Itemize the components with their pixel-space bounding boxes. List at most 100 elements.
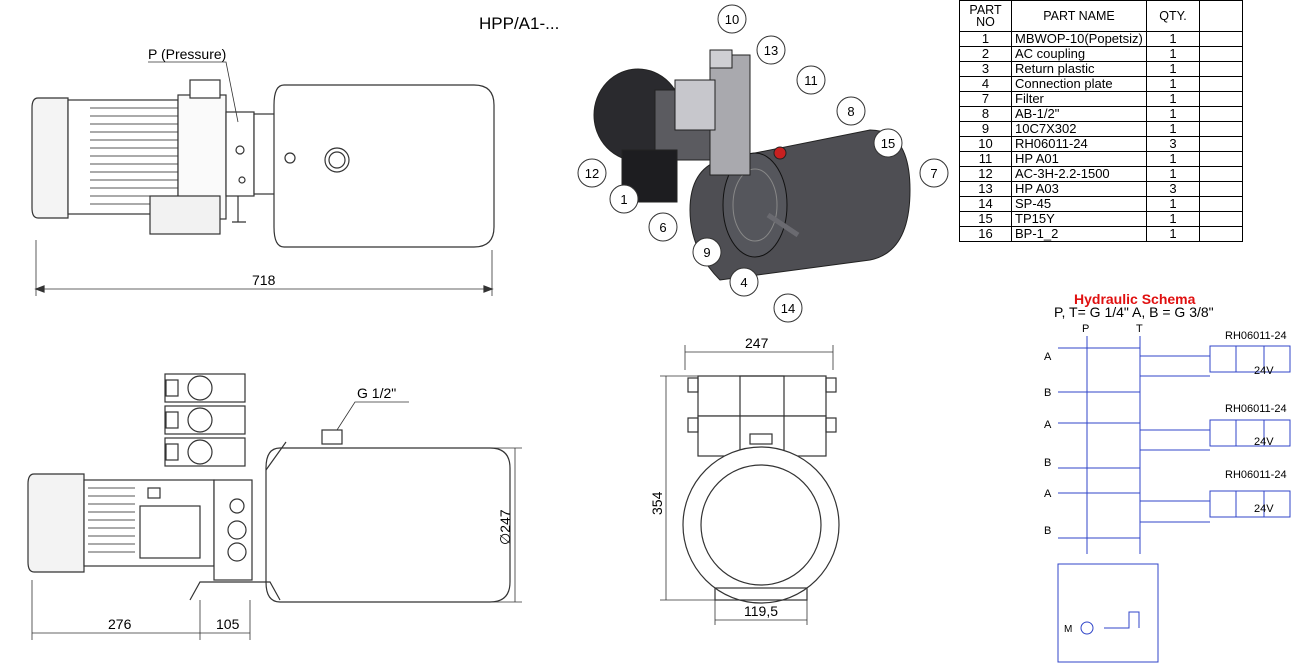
part-name-cell: SP-45 bbox=[1011, 196, 1147, 212]
schema-valve-label-3: RH06011-24 bbox=[1225, 469, 1287, 481]
end-width-dimension: 247 bbox=[745, 335, 769, 351]
schema-port-b-1: B bbox=[1044, 387, 1051, 399]
blank-cell bbox=[1199, 46, 1243, 62]
part-name-cell: HP A01 bbox=[1011, 151, 1147, 167]
balloon-7: 7 bbox=[930, 166, 937, 181]
balloon-1: 1 bbox=[620, 192, 627, 207]
part-no-cell: 3 bbox=[959, 61, 1012, 77]
schema-port-b-3: B bbox=[1044, 525, 1051, 537]
part-no-cell: 1 bbox=[959, 31, 1012, 47]
diameter-dimension: ∅247 bbox=[497, 509, 513, 545]
qty-cell: 1 bbox=[1146, 166, 1200, 182]
part-name-cell: HP A03 bbox=[1011, 181, 1147, 197]
schema-port-a-2: A bbox=[1044, 419, 1052, 431]
part-name-cell: MBWOP-10(Popetsiz) bbox=[1011, 31, 1147, 47]
qty-cell: 1 bbox=[1146, 226, 1200, 242]
fill-port-label: G 1/2" bbox=[357, 385, 396, 401]
schema-port-a-1: A bbox=[1044, 351, 1052, 363]
schema-motor-label: M bbox=[1064, 624, 1072, 635]
blank-cell bbox=[1199, 196, 1243, 212]
header-blank bbox=[1199, 0, 1243, 32]
length-dimension: 718 bbox=[252, 272, 276, 288]
schema-valve-label-2: RH06011-24 bbox=[1225, 403, 1287, 415]
balloon-4: 4 bbox=[740, 275, 747, 290]
schema-voltage-2: 24V bbox=[1254, 436, 1274, 448]
isometric-view-drawing: 10 13 11 8 15 12 7 1 6 9 4 14 bbox=[577, 4, 949, 323]
qty-cell: 3 bbox=[1146, 136, 1200, 152]
blank-cell bbox=[1199, 76, 1243, 92]
qty-cell: 1 bbox=[1146, 196, 1200, 212]
part-no-cell: 4 bbox=[959, 76, 1012, 92]
qty-cell: 1 bbox=[1146, 61, 1200, 77]
part-no-cell: 15 bbox=[959, 211, 1012, 227]
part-name-cell: AC coupling bbox=[1011, 46, 1147, 62]
blank-cell bbox=[1199, 31, 1243, 47]
balloon-15: 15 bbox=[881, 136, 895, 151]
balloon-14: 14 bbox=[781, 301, 795, 316]
blank-cell bbox=[1199, 91, 1243, 107]
balloon-9: 9 bbox=[703, 245, 710, 260]
end-height-dimension: 354 bbox=[649, 491, 665, 515]
part-no-cell: 12 bbox=[959, 166, 1012, 182]
side-view-drawing: G 1/2" 276 105 ∅247 bbox=[27, 373, 522, 640]
dimension-276: 276 bbox=[108, 616, 132, 632]
drawing-title: HPP/A1-... bbox=[479, 14, 560, 33]
qty-cell: 1 bbox=[1146, 31, 1200, 47]
schema-port-b-2: B bbox=[1044, 457, 1051, 469]
balloon-11: 11 bbox=[804, 73, 818, 88]
schema-port-p: P bbox=[1082, 323, 1089, 335]
part-name-cell: Connection plate bbox=[1011, 76, 1147, 92]
part-no-cell: 13 bbox=[959, 181, 1012, 197]
schema-subtitle: P, T= G 1/4" A, B = G 3/8" bbox=[1054, 304, 1214, 320]
end-view-drawing: 247 354 119,5 bbox=[649, 335, 840, 625]
part-name-cell: AB-1/2" bbox=[1011, 106, 1147, 122]
part-name-cell: Filter bbox=[1011, 91, 1147, 107]
schema-port-a-3: A bbox=[1044, 488, 1052, 500]
qty-cell: 3 bbox=[1146, 181, 1200, 197]
blank-cell bbox=[1199, 121, 1243, 137]
hydraulic-schema: P T RH06011-24 24V A B RH06011-24 24V A … bbox=[1044, 323, 1291, 663]
balloon-12: 12 bbox=[585, 166, 599, 181]
part-no-cell: 10 bbox=[959, 136, 1012, 152]
part-no-cell: 16 bbox=[959, 226, 1012, 242]
balloon-13: 13 bbox=[764, 43, 778, 58]
qty-cell: 1 bbox=[1146, 76, 1200, 92]
schema-voltage-1: 24V bbox=[1254, 365, 1274, 377]
part-no-cell: 8 bbox=[959, 106, 1012, 122]
part-name-cell: AC-3H-2.2-1500 bbox=[1011, 166, 1147, 182]
blank-cell bbox=[1199, 61, 1243, 77]
header-part-no: PART NO bbox=[959, 0, 1012, 32]
pressure-label: P (Pressure) bbox=[148, 46, 226, 62]
blank-cell bbox=[1199, 226, 1243, 242]
part-no-cell: 7 bbox=[959, 91, 1012, 107]
qty-cell: 1 bbox=[1146, 91, 1200, 107]
header-part-name: PART NAME bbox=[1011, 0, 1147, 32]
balloon-6: 6 bbox=[659, 220, 666, 235]
blank-cell bbox=[1199, 106, 1243, 122]
header-qty: QTY. bbox=[1146, 0, 1200, 32]
part-name-cell: 10C7X302 bbox=[1011, 121, 1147, 137]
end-base-dimension: 119,5 bbox=[744, 603, 778, 619]
part-name-cell: BP-1_2 bbox=[1011, 226, 1147, 242]
blank-cell bbox=[1199, 181, 1243, 197]
schema-title: Hydraulic Schema bbox=[1074, 291, 1196, 307]
schema-voltage-3: 24V bbox=[1254, 503, 1274, 515]
front-view-drawing: P (Pressure) 718 bbox=[31, 46, 495, 296]
part-no-cell: 9 bbox=[959, 121, 1012, 137]
balloon-8: 8 bbox=[847, 104, 854, 119]
schema-port-t: T bbox=[1136, 323, 1143, 335]
blank-cell bbox=[1199, 151, 1243, 167]
